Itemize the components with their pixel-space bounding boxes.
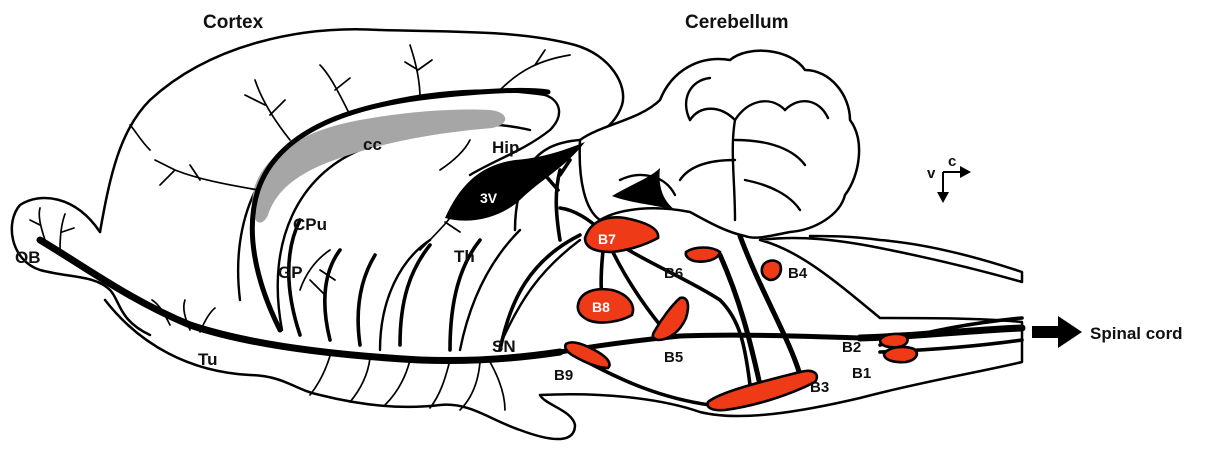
cerebellum	[580, 51, 859, 238]
label-b8: B8	[592, 299, 610, 315]
label-hip: Hip	[492, 138, 519, 157]
label-b7: B7	[598, 231, 616, 247]
label-orientation-v: v	[927, 165, 936, 182]
label-b3: B3	[810, 379, 829, 396]
label-sn: SN	[492, 337, 516, 356]
label-orientation-c: c	[948, 153, 956, 170]
label-b6: B6	[664, 265, 683, 282]
label-tu: Tu	[198, 350, 218, 369]
label-ob: OB	[15, 248, 41, 267]
label-b4: B4	[788, 265, 808, 282]
label-cc: cc	[363, 135, 382, 154]
label-cortex: Cortex	[203, 12, 264, 33]
label-spinal-cord: Spinal cord	[1090, 324, 1183, 343]
label-gp: GP	[278, 263, 303, 282]
label-b9: B9	[554, 367, 573, 384]
nucleus-b1	[884, 347, 917, 362]
label-cerebellum: Cerebellum	[685, 12, 788, 33]
label-b5: B5	[664, 349, 683, 366]
nucleus-b7	[585, 217, 658, 252]
label-b1: B1	[852, 365, 871, 382]
label-b2: B2	[842, 339, 861, 356]
nucleus-b4	[762, 261, 781, 280]
arrow-right-icon	[1032, 316, 1082, 348]
nucleus-b6	[686, 248, 720, 262]
orientation-arrows-icon	[937, 166, 971, 203]
label-3v: 3V	[480, 190, 498, 206]
label-th: Th	[454, 247, 475, 266]
nucleus-b2	[880, 334, 908, 347]
cerebellum-outline	[580, 51, 859, 238]
label-cpu: CPu	[293, 215, 327, 234]
